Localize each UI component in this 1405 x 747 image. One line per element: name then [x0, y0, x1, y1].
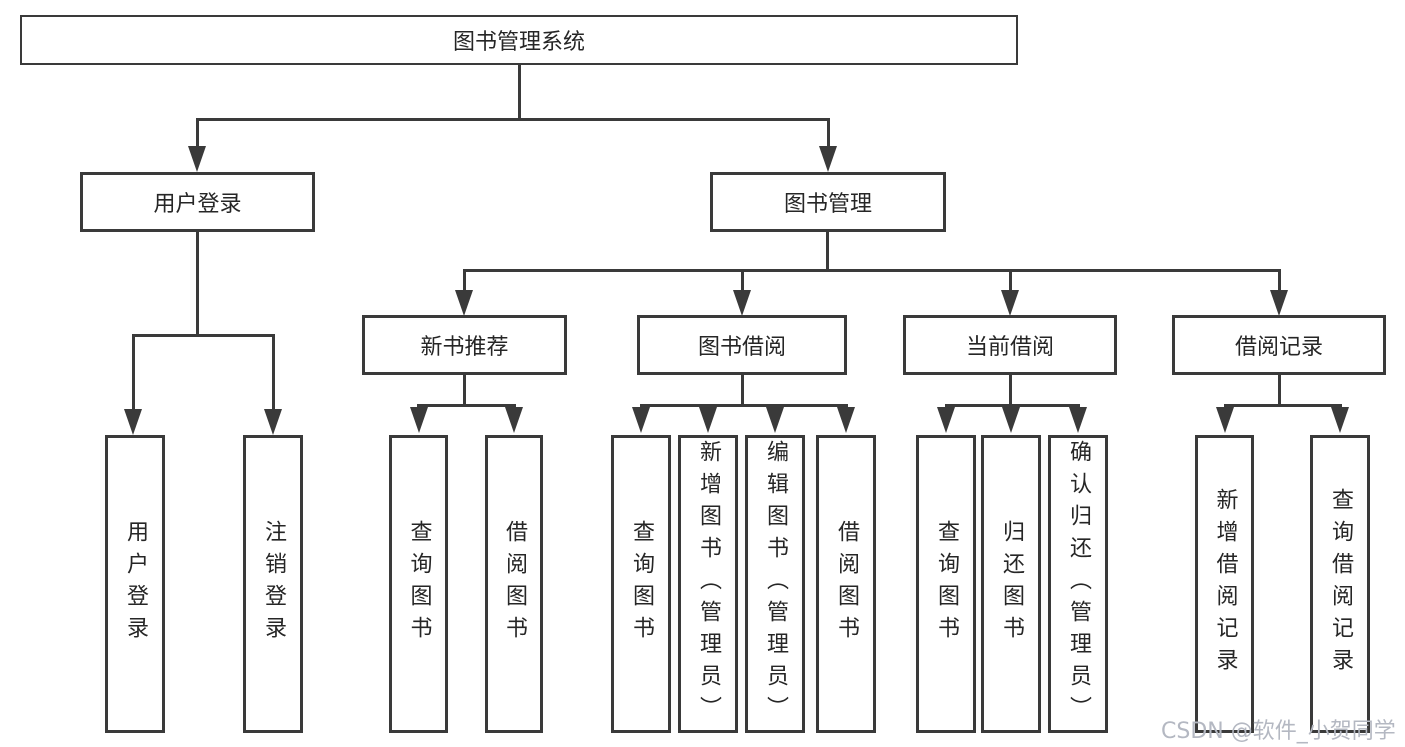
node-label: 图书借阅 [697, 335, 786, 360]
connector-line [640, 404, 848, 407]
arrow-down-icon [1069, 407, 1087, 433]
connector-line [132, 334, 135, 412]
arrow-down-icon [733, 290, 751, 316]
connector-line [463, 269, 466, 293]
connector-line [945, 404, 1080, 407]
node-query-books-recommend: 查询图书 [389, 435, 448, 733]
connector-line [826, 232, 829, 272]
connector-line [518, 65, 521, 120]
connector-line [1278, 375, 1281, 407]
arrow-down-icon [937, 407, 955, 433]
arrow-down-icon [1331, 407, 1349, 433]
node-logout-leaf: 注销登录 [243, 435, 303, 733]
connector-line [463, 269, 1281, 272]
connector-line [272, 334, 275, 412]
node-query-borrow-record: 查询借阅记录 [1310, 435, 1370, 733]
node-confirm-return-admin: 确认归还（管理员） [1048, 435, 1108, 733]
arrow-down-icon [505, 407, 523, 433]
connector-line [1278, 269, 1281, 293]
node-add-books-admin: 新增图书（管理员） [678, 435, 738, 733]
node-system-root: 图书管理系统 [20, 15, 1018, 65]
arrow-down-icon [1002, 407, 1020, 433]
node-user-login: 用户登录 [80, 172, 315, 232]
node-label: 图书管理系统 [452, 30, 585, 55]
node-label: 查询借阅记录 [1328, 488, 1353, 680]
node-label: 查询图书 [629, 520, 654, 648]
node-current-borrow: 当前借阅 [903, 315, 1117, 375]
node-label: 用户登录 [153, 192, 242, 217]
node-user-login-leaf: 用户登录 [105, 435, 165, 733]
node-borrow-books-leaf: 借阅图书 [816, 435, 876, 733]
node-label: 归还图书 [999, 520, 1024, 648]
node-label: 新增图书（管理员） [696, 440, 721, 728]
node-label: 当前借阅 [965, 335, 1054, 360]
connector-line [1009, 375, 1012, 407]
node-label: 注销登录 [261, 520, 286, 648]
connector-line [1224, 404, 1342, 407]
node-borrow-books-recommend: 借阅图书 [485, 435, 543, 733]
arrow-down-icon [766, 407, 784, 433]
connector-line [196, 232, 199, 337]
connector-line [741, 269, 744, 293]
connector-line [463, 375, 466, 407]
arrow-down-icon [455, 290, 473, 316]
csdn-watermark: CSDN @软件_小贺同学 [1161, 719, 1396, 744]
arrow-down-icon [632, 407, 650, 433]
node-new-book-recommend: 新书推荐 [362, 315, 567, 375]
node-query-books-current: 查询图书 [916, 435, 976, 733]
node-label: 新书推荐 [420, 335, 509, 360]
node-label: 借阅图书 [502, 520, 527, 648]
node-return-books: 归还图书 [981, 435, 1041, 733]
connector-line [827, 118, 830, 148]
arrow-down-icon [699, 407, 717, 433]
node-label: 查询图书 [406, 520, 432, 648]
node-label: 确认归还（管理员） [1066, 440, 1091, 728]
connector-line [196, 118, 830, 121]
node-edit-books-admin: 编辑图书（管理员） [745, 435, 805, 733]
arrow-down-icon [410, 407, 428, 433]
connector-line [741, 375, 744, 407]
arrow-down-icon [837, 407, 855, 433]
arrow-down-icon [188, 146, 206, 172]
node-add-borrow-record: 新增借阅记录 [1195, 435, 1254, 733]
arrow-down-icon [819, 146, 837, 172]
node-label: 查询图书 [934, 520, 959, 648]
arrow-down-icon [124, 409, 142, 435]
arrow-down-icon [264, 409, 282, 435]
node-borrow-record: 借阅记录 [1172, 315, 1386, 375]
node-label: 新增借阅记录 [1212, 488, 1238, 680]
node-query-books-borrow: 查询图书 [611, 435, 671, 733]
node-label: 图书管理 [783, 192, 872, 217]
arrow-down-icon [1270, 290, 1288, 316]
connector-line [132, 334, 275, 337]
arrow-down-icon [1216, 407, 1234, 433]
node-book-management: 图书管理 [710, 172, 946, 232]
connector-line [196, 118, 199, 148]
connector-line [1009, 269, 1012, 293]
node-label: 借阅记录 [1234, 335, 1323, 360]
arrow-down-icon [1001, 290, 1019, 316]
node-label: 用户登录 [123, 520, 148, 648]
node-book-borrow: 图书借阅 [637, 315, 847, 375]
node-label: 借阅图书 [834, 520, 859, 648]
connector-line [417, 404, 516, 407]
node-label: 编辑图书（管理员） [763, 440, 788, 728]
